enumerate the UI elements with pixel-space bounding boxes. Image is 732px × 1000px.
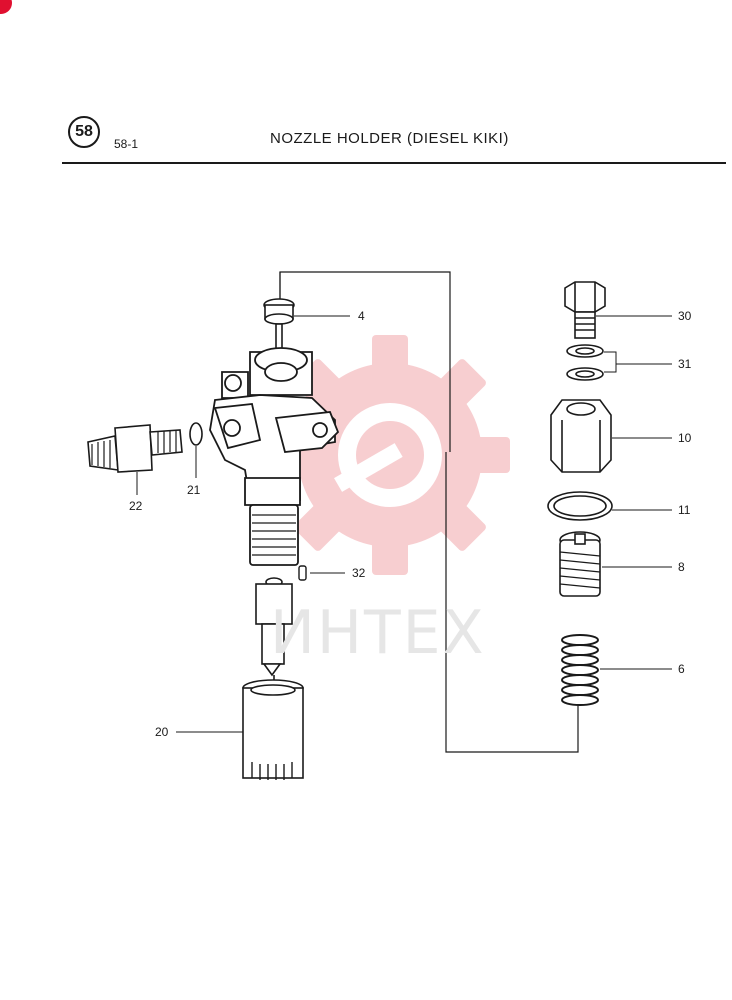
callout-32: 32 [352, 566, 366, 580]
callout-22: 22 [129, 499, 143, 513]
callout-10: 10 [678, 431, 692, 445]
part-31-washers [566, 344, 604, 381]
bracket-lines [279, 271, 579, 753]
callout-31: 31 [678, 357, 692, 371]
callout-20: 20 [155, 725, 169, 739]
connector-threads [91, 430, 177, 468]
page-title: NOZZLE HOLDER (DIESEL KIKI) [270, 130, 509, 147]
header-rule [62, 162, 726, 164]
part-32-pin [298, 565, 307, 581]
callout-21: 21 [187, 483, 201, 497]
part-22-inlet-connector [87, 424, 183, 473]
part-10-cap-nut [550, 399, 612, 473]
page-ref: 58-1 [114, 137, 139, 151]
nozzle-tip [255, 577, 293, 682]
callout-11: 11 [678, 503, 691, 517]
callout-4: 4 [358, 309, 365, 323]
holder-threads [252, 514, 296, 556]
part-20-retaining-nut [242, 679, 304, 779]
part-11-gasket [547, 491, 613, 521]
nozzle-holder-body [209, 347, 340, 566]
part-6-spring [561, 634, 599, 706]
callout-6: 6 [678, 662, 685, 676]
corner-badge [0, 0, 12, 14]
callout-8: 8 [678, 560, 685, 574]
callout-30: 30 [678, 309, 692, 323]
section-number: 58 [68, 116, 100, 148]
screw-threads [559, 551, 601, 589]
watermark-text: ИНТЕХ [270, 598, 486, 668]
part-8-adjusting-screw [559, 531, 601, 597]
part-21-washer [189, 422, 203, 446]
page-header: 58 58-1 NOZZLE HOLDER (DIESEL KIKI) [0, 0, 732, 170]
part-30-bolt [564, 281, 606, 339]
nut-slots [251, 762, 293, 780]
